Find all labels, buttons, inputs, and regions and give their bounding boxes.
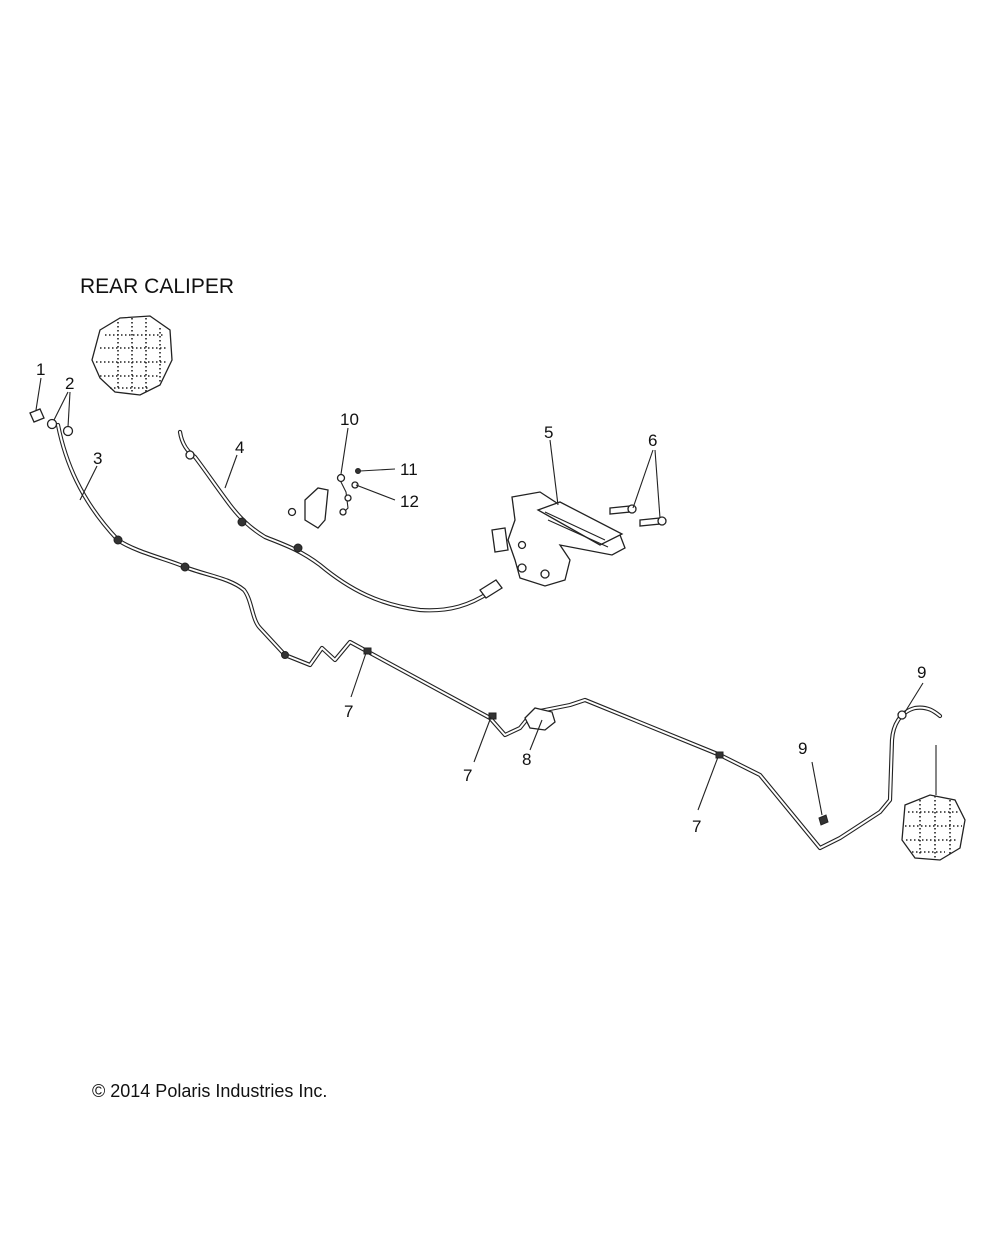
part-8-grommet: [524, 707, 556, 731]
callout-10: 10: [340, 410, 359, 429]
callout-4: 4: [235, 438, 244, 457]
callout-7a: 7: [344, 702, 353, 721]
callout-5: 5: [544, 423, 553, 442]
callout-12: 12: [400, 492, 419, 511]
rear-caliper-right: [901, 794, 966, 861]
callout-9a: 9: [917, 663, 926, 682]
parts-10-12-bracket: [287, 468, 361, 529]
callout-3: 3: [93, 449, 102, 468]
copyright-text: © 2014 Polaris Industries Inc.: [92, 1081, 327, 1101]
callouts: 1 2 3 4 5 6 7 7 7 8 9 9 10 11 12: [36, 360, 926, 836]
callout-11: 11: [400, 460, 418, 479]
part-6-bolts: [609, 504, 667, 527]
part-7-clips: [363, 647, 724, 759]
callout-7c: 7: [692, 817, 701, 836]
callout-6: 6: [648, 431, 657, 450]
section-label: REAR CALIPER: [80, 275, 234, 298]
callout-1: 1: [36, 360, 45, 379]
part-1-fitting: [29, 408, 45, 423]
rear-caliper-left: [91, 315, 173, 396]
part-5-lever-assembly: [491, 491, 626, 587]
part-4-cable: [177, 429, 503, 613]
part-3-brake-line: [55, 422, 943, 851]
callout-8: 8: [522, 750, 531, 769]
leader-lines: [35, 377, 937, 816]
callout-9b: 9: [798, 739, 807, 758]
callout-2: 2: [65, 374, 74, 393]
callout-7b: 7: [463, 766, 472, 785]
part-9-fittings: [818, 710, 907, 826]
